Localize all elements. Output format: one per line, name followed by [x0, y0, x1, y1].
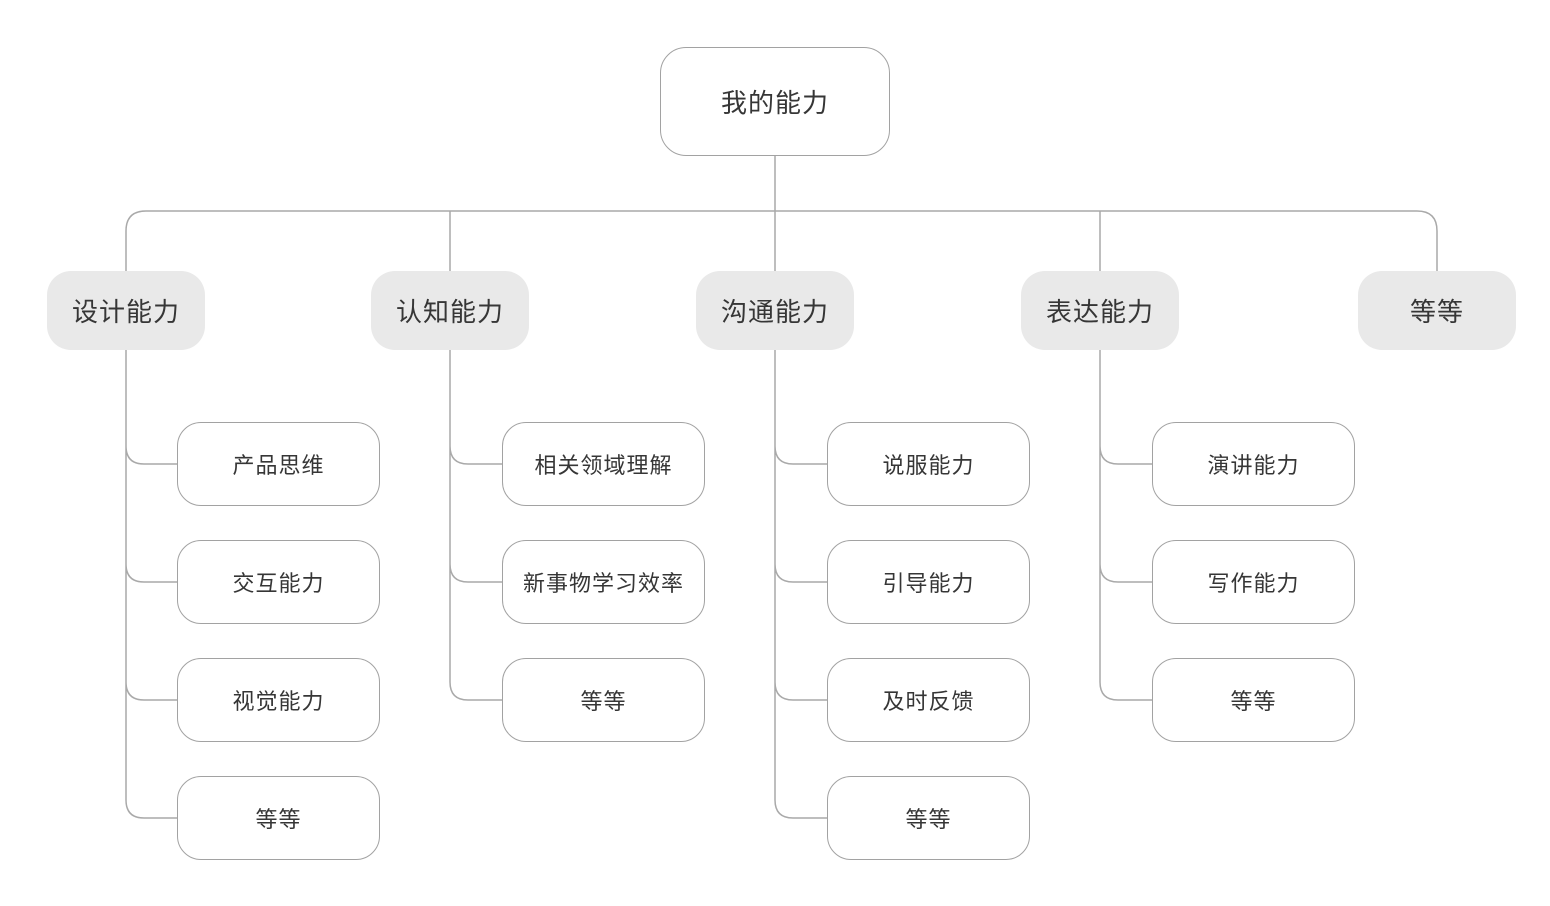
node-cognitive-etc[interactable]: 等等 [502, 658, 705, 742]
node-cognitive-domain-understanding[interactable]: 相关领域理解 [502, 422, 705, 506]
node-design-etc[interactable]: 等等 [177, 776, 380, 860]
node-design-interaction[interactable]: 交互能力 [177, 540, 380, 624]
node-design-product-thinking[interactable]: 产品思维 [177, 422, 380, 506]
node-root[interactable]: 我的能力 [660, 47, 890, 156]
node-branch-etc[interactable]: 等等 [1358, 271, 1516, 350]
node-communication-timely-feedback[interactable]: 及时反馈 [827, 658, 1030, 742]
node-branch-cognitive[interactable]: 认知能力 [371, 271, 529, 350]
connector-branch-cognitive [449, 350, 502, 701]
connector-branch-expression [1099, 350, 1152, 701]
node-branch-design[interactable]: 设计能力 [47, 271, 205, 350]
connector-branch-design [125, 350, 177, 819]
node-communication-persuasion[interactable]: 说服能力 [827, 422, 1030, 506]
connector-branch-communication [774, 350, 827, 819]
node-cognitive-learning-efficiency[interactable]: 新事物学习效率 [502, 540, 705, 624]
connector-rail [125, 210, 1438, 271]
node-communication-guidance[interactable]: 引导能力 [827, 540, 1030, 624]
node-branch-communication[interactable]: 沟通能力 [696, 271, 854, 350]
node-design-visual[interactable]: 视觉能力 [177, 658, 380, 742]
node-communication-etc[interactable]: 等等 [827, 776, 1030, 860]
node-branch-expression[interactable]: 表达能力 [1021, 271, 1179, 350]
node-expression-etc[interactable]: 等等 [1152, 658, 1355, 742]
node-expression-speech[interactable]: 演讲能力 [1152, 422, 1355, 506]
node-expression-writing[interactable]: 写作能力 [1152, 540, 1355, 624]
